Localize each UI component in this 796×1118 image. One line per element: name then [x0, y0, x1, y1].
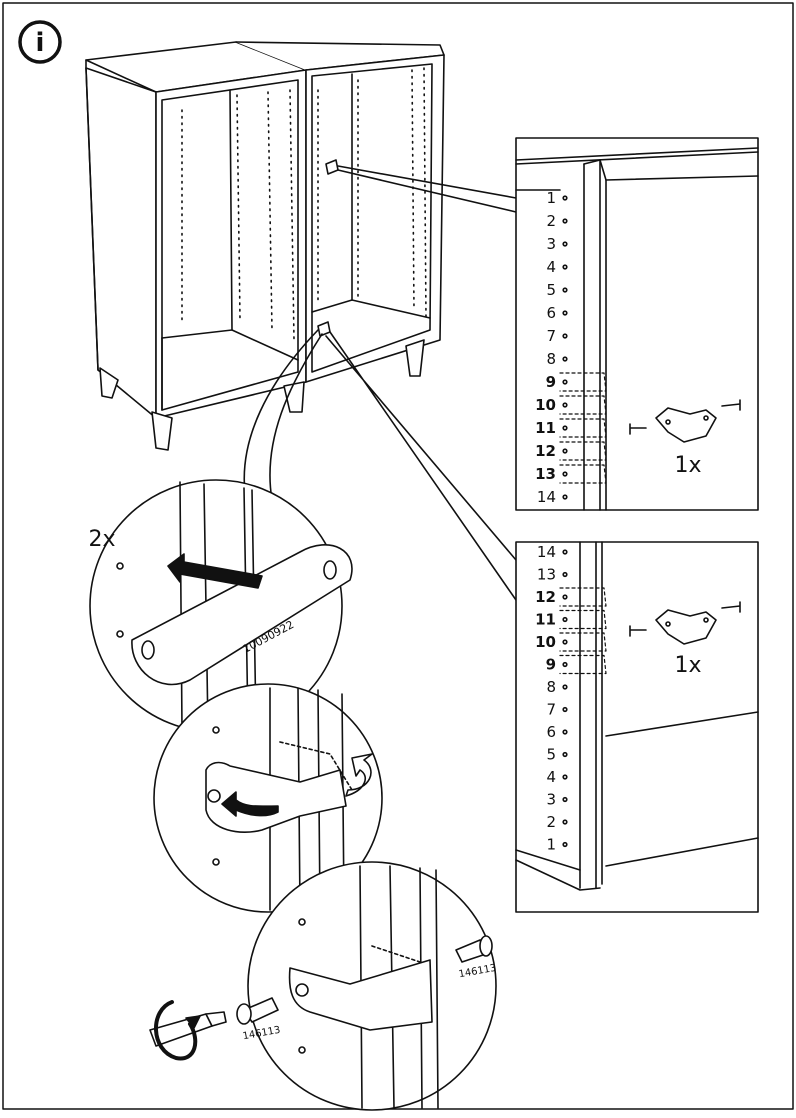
rotate-arrow-icon — [221, 753, 373, 817]
shelf-pin-hole — [562, 241, 568, 247]
shelf-pin-hole — [562, 264, 568, 270]
hole-number-label: 9 — [546, 656, 556, 674]
bracket-position-outline — [559, 587, 607, 607]
hole-number-label: 4 — [546, 768, 556, 786]
shelf-pin-hole — [562, 594, 568, 600]
bracket-position-outline — [559, 418, 607, 438]
upper-quantity-label: 1x — [674, 453, 701, 478]
hole-number-label: 6 — [546, 304, 556, 322]
shelf-pin-hole — [562, 706, 568, 713]
screw-icon — [455, 935, 493, 963]
bracket-rotate-callout — [153, 683, 383, 913]
bracket-icon — [655, 609, 717, 645]
hole-number-label: 13 — [535, 465, 556, 483]
hole-number-label: 2 — [546, 813, 556, 831]
bracket-icon — [655, 407, 717, 443]
push-arrow-icon — [167, 553, 263, 589]
info-icon: i — [18, 20, 62, 64]
shelf-pin-hole — [562, 571, 568, 578]
shelf-pin-hole — [562, 751, 568, 758]
screwdriver-icon — [149, 1000, 227, 1061]
shelf-pin-hole — [562, 549, 568, 555]
screw-icon — [629, 399, 741, 435]
screw-icon — [236, 997, 279, 1025]
shelf-pin-hole — [562, 333, 568, 339]
hole-number-label: 11 — [535, 611, 556, 629]
bracket-insert-callout: 2x 10090922 — [88, 329, 353, 733]
shelf-pin-hole — [562, 471, 568, 477]
hole-number-label: 10 — [535, 633, 556, 651]
hole-number-label: 1 — [546, 189, 556, 207]
hole-number-label: 9 — [546, 373, 556, 391]
screw-fastening-callout: 146113 146113 — [149, 861, 497, 1111]
shelf-pin-hole — [562, 729, 568, 735]
shelf-pin-hole — [562, 661, 568, 668]
shelf-pin-hole — [562, 448, 568, 454]
hole-number-label: 8 — [546, 678, 556, 696]
hole-number-label: 13 — [537, 566, 556, 584]
hole-number-label: 5 — [546, 746, 556, 764]
shelf-pin-hole — [562, 356, 568, 362]
shelf-pin-hole — [562, 639, 568, 645]
cabinet-assembly — [85, 41, 517, 601]
hole-number-label: 14 — [537, 543, 556, 561]
info-icon-symbol: i — [36, 28, 45, 58]
hole-number-label: 7 — [546, 701, 556, 719]
bracket-position-outline — [559, 632, 607, 652]
shelf-pin-hole — [562, 841, 568, 848]
bracket-position-outline — [559, 441, 607, 461]
hole-number-label: 7 — [546, 327, 556, 345]
lower-detail-panel: 14 13 12 11 10 9 8 7 6 5 4 3 2 1 1x — [515, 541, 759, 913]
hole-number-label: 6 — [546, 723, 556, 741]
shelf-pin-hole — [562, 774, 568, 780]
hole-number-label: 12 — [535, 588, 556, 606]
hole-number-label: 4 — [546, 258, 556, 276]
shelf-pin-hole — [562, 616, 568, 623]
shelf-pin-hole — [562, 218, 568, 224]
shelf-pin-hole — [562, 684, 568, 690]
hole-number-label: 8 — [546, 350, 556, 368]
shelf-pin-hole — [562, 796, 568, 803]
shelf-pin-hole — [562, 310, 568, 316]
shelf-pin-hole — [562, 402, 568, 408]
bracket-position-outline — [559, 464, 607, 484]
lower-quantity-label: 1x — [674, 653, 701, 678]
hole-number-label: 11 — [535, 419, 556, 437]
bracket-position-outline — [559, 395, 607, 415]
shelf-pin-hole — [562, 819, 568, 825]
bracket-position-outline — [559, 609, 607, 630]
hole-number-label: 10 — [535, 396, 556, 414]
bracket-position-outline — [559, 372, 607, 392]
hole-number-label: 3 — [546, 791, 556, 809]
lower-hole-numbers: 14 13 12 11 10 9 8 7 6 5 4 3 2 1 — [535, 543, 568, 854]
lower-bracket-outlines — [559, 587, 607, 675]
shelf-pin-hole — [562, 287, 568, 293]
hole-number-label: 2 — [546, 212, 556, 230]
shelf-pin-hole — [562, 425, 568, 431]
hole-number-label: 14 — [537, 488, 556, 506]
bracket-quantity-label: 2x — [88, 527, 115, 552]
shelf-pin-hole — [562, 494, 568, 500]
hole-number-label: 12 — [535, 442, 556, 460]
screw-icon — [629, 601, 741, 637]
shelf-pin-hole — [562, 379, 568, 385]
upper-bracket-outlines — [559, 372, 607, 484]
hole-number-label: 3 — [546, 235, 556, 253]
hole-number-label: 5 — [546, 281, 556, 299]
shelf-pin-hole — [562, 195, 568, 201]
hole-number-label: 1 — [546, 836, 556, 854]
bracket-position-outline — [559, 654, 607, 675]
